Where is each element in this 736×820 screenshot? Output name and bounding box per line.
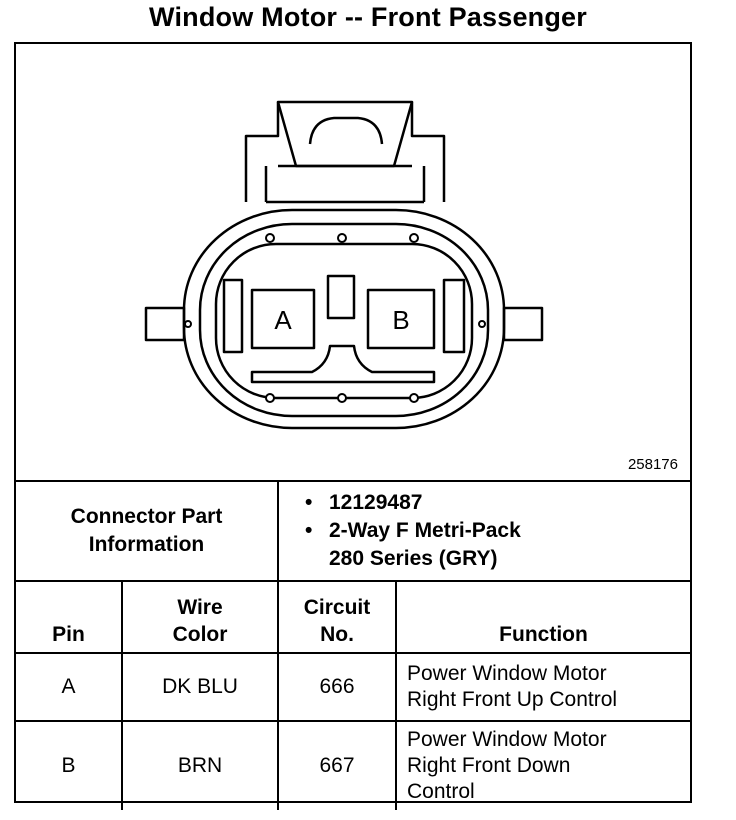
table-row: B BRN 667 Power Window Motor Right Front…	[16, 720, 690, 810]
connector-type: •2-Way F Metri-Pack	[305, 519, 521, 542]
header-pin: Pin	[16, 580, 123, 654]
connector-drawing: A B	[144, 100, 544, 430]
left-side-tab	[144, 306, 186, 342]
center-key	[326, 274, 356, 320]
pin-label-b: B	[392, 305, 409, 335]
circuit-cell: 666	[277, 652, 397, 722]
connector-info-label: Connector Part Information	[16, 480, 279, 582]
connector-info-row: Connector Part Information •12129487 •2-…	[16, 480, 690, 582]
header-row: Pin Wire Color Circuit No. Function	[16, 580, 690, 654]
connector-table: Connector Part Information •12129487 •2-…	[16, 480, 690, 810]
latch-tab	[276, 101, 414, 168]
circuit-cell: 667	[277, 720, 397, 810]
wire-color-cell: BRN	[121, 720, 279, 810]
bottom-saddle	[250, 344, 436, 384]
function-cell: Power Window Motor Right Front Up Contro…	[395, 652, 690, 722]
latch-slot	[308, 116, 384, 145]
table-row: A DK BLU 666 Power Window Motor Right Fr…	[16, 652, 690, 722]
page-title: Window Motor -- Front Passenger	[149, 2, 587, 32]
connector-sheet: A B 258176 Connector Part Information •1…	[14, 42, 692, 810]
function-cell: Power Window Motor Right Front Down Cont…	[395, 720, 690, 810]
cavity-b	[366, 288, 436, 350]
cavity-a	[250, 288, 316, 350]
latch-housing	[244, 100, 446, 202]
connector-body-mid	[198, 222, 490, 418]
wire-color-cell: DK BLU	[121, 652, 279, 722]
header-function: Function	[395, 580, 690, 654]
connector-series: 280 Series (GRY)	[329, 547, 498, 570]
right-slot	[442, 278, 466, 354]
pin-cell: A	[16, 652, 123, 722]
pin-cell: B	[16, 720, 123, 810]
header-wire-color: Wire Color	[121, 580, 279, 654]
right-side-tab	[502, 306, 544, 342]
part-number: •12129487	[305, 491, 423, 514]
header-circuit-no: Circuit No.	[277, 580, 397, 654]
connector-info-list: •12129487 •2-Way F Metri-Pack 280 Series…	[277, 480, 690, 582]
left-slot	[222, 278, 244, 354]
pin-label-a: A	[274, 305, 292, 335]
figure-id: 258176	[627, 456, 678, 473]
